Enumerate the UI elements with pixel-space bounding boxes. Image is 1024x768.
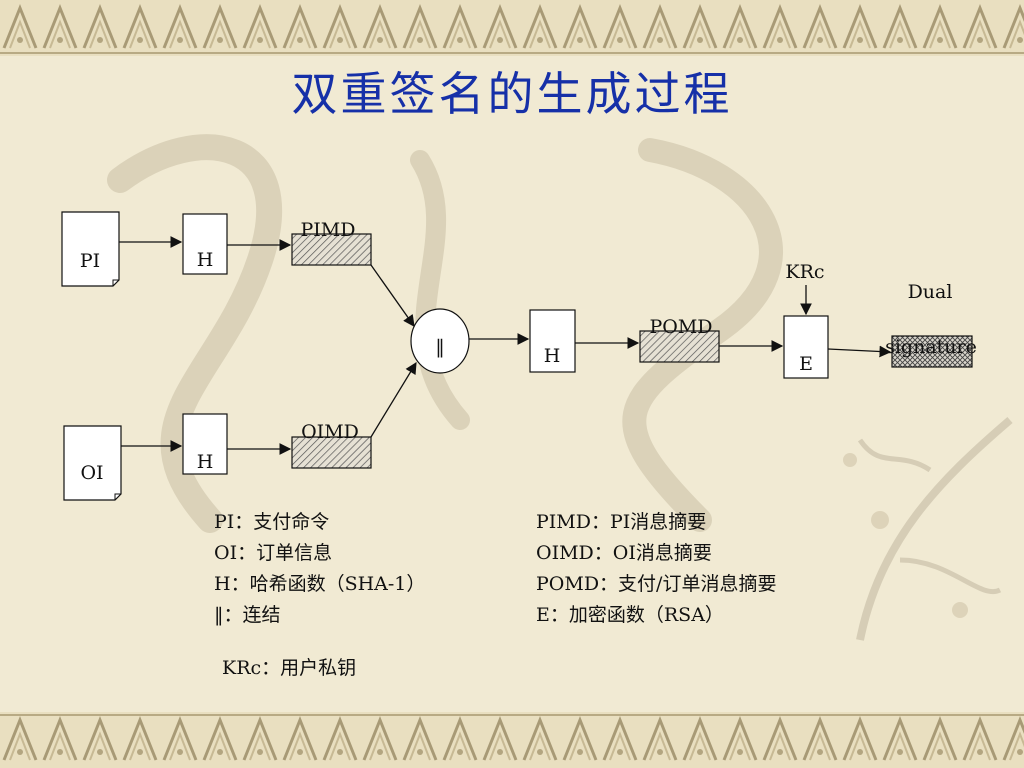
hash-box-middle: H xyxy=(529,309,576,373)
krc-label: KRc xyxy=(785,261,824,283)
arrow-oimd-to-concat xyxy=(370,362,417,438)
svg-text:H: H xyxy=(197,249,214,271)
encrypt-box: E xyxy=(783,315,829,379)
pomd-digest-box xyxy=(639,330,720,363)
oi-label: OI xyxy=(80,462,103,484)
svg-text:H: H xyxy=(544,345,561,367)
legend-item-oimd: OIMD：OI消息摘要 xyxy=(536,542,712,564)
dual-signature-box xyxy=(891,335,973,368)
page-title: 双重签名的生成过程 xyxy=(291,67,733,121)
legend-item-pi: PI：支付命令 xyxy=(214,511,330,533)
svg-text:‖: ‖ xyxy=(435,336,445,358)
svg-text:E: E xyxy=(799,353,813,375)
pi-document: PI xyxy=(61,211,120,287)
legend-right: PIMD：PI消息摘要 OIMD：OI消息摘要 POMD：支付/订单消息摘要 E… xyxy=(536,507,776,631)
legend-item-concat: ‖：连结 xyxy=(214,604,281,626)
legend-item-oi: OI：订单信息 xyxy=(214,542,333,564)
oimd-label: OIMD xyxy=(301,421,359,443)
hash-box-top: H xyxy=(182,213,228,275)
top-border-band xyxy=(0,0,1024,56)
oimd-digest-box xyxy=(291,436,372,469)
legend-item-encrypt: E：加密函数（RSA） xyxy=(536,604,724,626)
bottom-border-band xyxy=(0,712,1024,768)
concat-circle: ‖ xyxy=(410,308,470,374)
arrow-encrypt-to-signature xyxy=(827,345,892,358)
signature-label: signature xyxy=(885,336,977,358)
legend-left: PI：支付命令 OI：订单信息 H：哈希函数（SHA-1） ‖：连结 xyxy=(214,507,425,631)
pimd-label: PIMD xyxy=(301,219,356,241)
legend-item-hash: H：哈希函数（SHA-1） xyxy=(214,573,426,595)
arrow-pimd-to-concat xyxy=(370,264,415,327)
legend-item-pomd: POMD：支付/订单消息摘要 xyxy=(536,573,777,595)
legend-item-krc: KRc：用户私钥 xyxy=(222,657,357,679)
oi-document: OI xyxy=(63,425,122,501)
pomd-label: POMD xyxy=(649,316,712,338)
legend-item-pimd: PIMD：PI消息摘要 xyxy=(536,511,707,533)
pimd-digest-box xyxy=(291,233,372,266)
hash-box-bottom: H xyxy=(182,413,228,475)
svg-text:H: H xyxy=(197,451,214,473)
dual-label: Dual xyxy=(908,281,953,303)
pi-label: PI xyxy=(80,250,100,272)
